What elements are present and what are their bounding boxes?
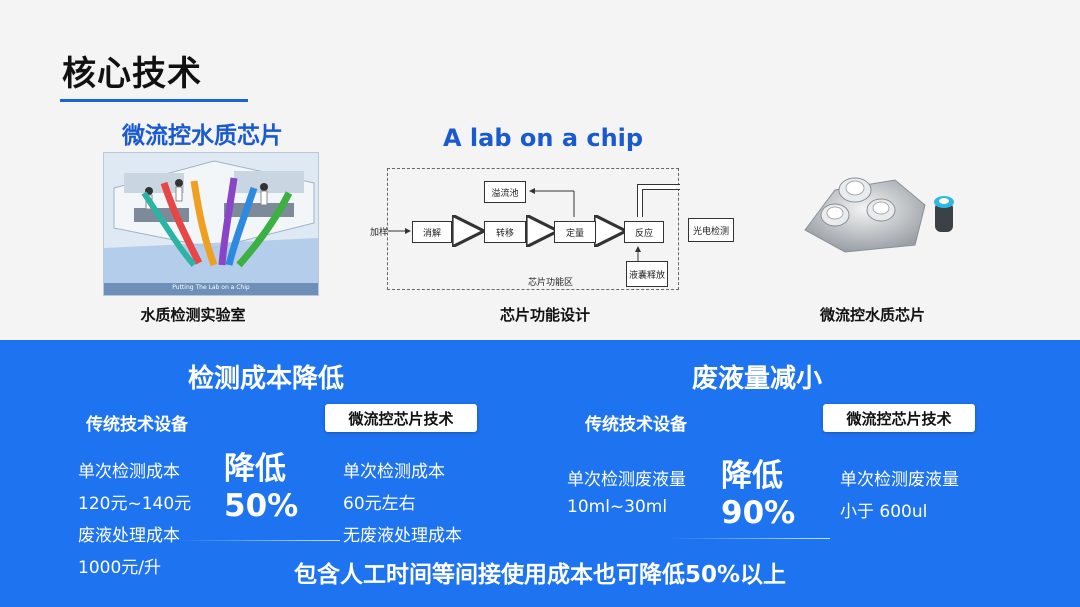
cost-trad-line-1: 单次检测成本 bbox=[78, 462, 180, 482]
device-caption: 微流控水质芯片 bbox=[819, 306, 925, 324]
cost-heading: 检测成本降低 bbox=[188, 364, 345, 394]
chip-device-illustration bbox=[795, 160, 975, 260]
cost-chip-line-2: 60元左右 bbox=[343, 494, 416, 514]
lab-caption: 水质检测实验室 bbox=[140, 306, 246, 324]
cost-reduce-percent: 50% bbox=[224, 488, 299, 524]
photo-banner: Putting The Lab on a Chip bbox=[172, 284, 250, 291]
waste-reduce-percent: 90% bbox=[721, 495, 796, 531]
step-transfer: 转移 bbox=[484, 221, 526, 243]
cost-divider bbox=[180, 540, 340, 541]
waste-chip-line-2: 小于 600ul bbox=[840, 502, 928, 522]
chip-device-image bbox=[804, 177, 954, 253]
diagram-arrows bbox=[388, 184, 680, 261]
step-react: 反应 bbox=[624, 221, 664, 243]
waste-chip-label: 微流控芯片技术 bbox=[823, 404, 975, 432]
step-digest: 消解 bbox=[412, 221, 452, 243]
diagram-caption: 芯片功能设计 bbox=[499, 306, 590, 324]
lab-illustration: Putting The Lab on a Chip bbox=[103, 152, 319, 296]
page-title: 核心技术 bbox=[62, 54, 202, 94]
title-underline bbox=[60, 99, 248, 102]
chip-area-label: 芯片功能区 bbox=[528, 278, 574, 288]
overflow-pool: 溢流池 bbox=[484, 181, 526, 203]
cost-chip-line-3: 无废液处理成本 bbox=[343, 526, 462, 546]
cost-trad-line-3: 废液处理成本 bbox=[78, 526, 180, 546]
step-quantify: 定量 bbox=[554, 221, 596, 243]
comparison-panel bbox=[0, 340, 1080, 607]
cost-reduce-word: 降低 bbox=[224, 451, 286, 487]
cost-chip-line-1: 单次检测成本 bbox=[343, 462, 445, 482]
waste-trad-line-1: 单次检测废液量 bbox=[567, 470, 686, 490]
cost-chip-label: 微流控芯片技术 bbox=[325, 404, 477, 432]
chip-function-diagram: 消解 转移 定量 反应 溢流池 液囊释放 芯片功能区 bbox=[387, 168, 680, 290]
step-photodetect: 光电检测 bbox=[688, 218, 734, 242]
waste-heading: 废液量减小 bbox=[692, 364, 823, 394]
lab-on-chip-heading: A lab on a chip bbox=[443, 124, 644, 152]
lab-illustration-image bbox=[104, 153, 318, 295]
waste-divider bbox=[670, 538, 830, 539]
waste-reduce-word: 降低 bbox=[721, 458, 783, 494]
cost-trad-line-4: 1000元/升 bbox=[78, 558, 161, 578]
cost-trad-line-2: 120元~140元 bbox=[78, 494, 192, 514]
waste-chip-line-1: 单次检测废液量 bbox=[840, 470, 959, 490]
waste-trad-line-2: 10ml~30ml bbox=[567, 497, 668, 517]
chip-heading: 微流控水质芯片 bbox=[122, 123, 283, 149]
footer-note: 包含人工时间等间接使用成本也可降低50%以上 bbox=[293, 562, 787, 588]
diagram-input-label: 加样 bbox=[370, 228, 389, 238]
waste-traditional-label: 传统技术设备 bbox=[585, 415, 687, 435]
cost-traditional-label: 传统技术设备 bbox=[86, 415, 188, 435]
reagent-release: 液囊释放 bbox=[626, 261, 668, 287]
